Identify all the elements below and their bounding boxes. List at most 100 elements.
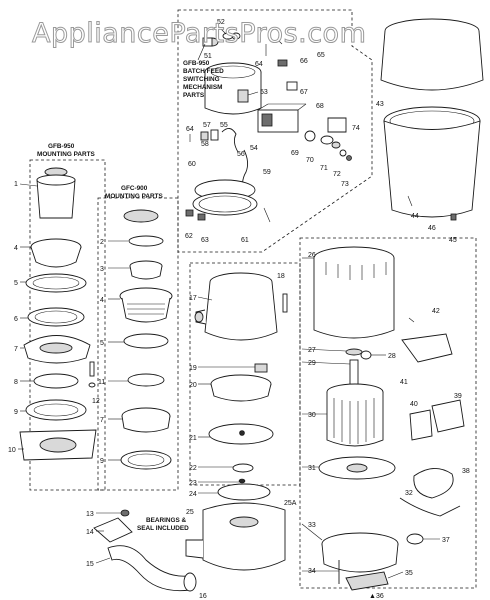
gfc-mount-header-line1: GFC-900: [121, 185, 148, 192]
part-14-flange: [93, 517, 133, 543]
part-6-ring-inner: [34, 310, 78, 324]
label-4a: 4: [14, 245, 18, 252]
center-mounting-stack: [119, 209, 173, 470]
part-2-gasket: [128, 235, 164, 247]
gfb-mount-header-line1: GFB-950: [48, 143, 75, 150]
part-9-mount-ring-inner: [33, 403, 79, 417]
part-72-pin: [339, 149, 347, 157]
watermark-text: AppliancePartsPros.com: [32, 18, 366, 49]
part-68-terminal: [261, 113, 273, 127]
part-43-hood-body: [380, 30, 484, 91]
label-62: 62: [185, 233, 193, 240]
part-18-bolt: [282, 293, 288, 313]
part-42-screw: [408, 317, 415, 323]
label-34: 34: [308, 568, 316, 575]
label-9a: 9: [14, 409, 18, 416]
label-52: 52: [217, 19, 225, 26]
label-17: 17: [189, 295, 197, 302]
leader-lines: [18, 23, 440, 579]
batch-feed-parts: [185, 32, 352, 223]
part-70-gear: [320, 135, 334, 145]
drain-parts: [93, 509, 197, 592]
label-20: 20: [189, 382, 197, 389]
label-23: 23: [189, 480, 197, 487]
part-24-seal: [217, 483, 271, 501]
part-16-pipe-end: [183, 572, 197, 592]
part-25-housing: [202, 502, 286, 571]
part-66-clip: [277, 59, 288, 67]
part-3-flange-body: [129, 265, 163, 280]
part-8-snap-ring: [33, 373, 79, 389]
label-43: 43: [376, 101, 384, 108]
part-5-gasket-inner: [32, 276, 80, 290]
gfb-batch-header-line5: PARTS: [183, 92, 205, 99]
label-30: 30: [308, 412, 316, 419]
part-52-ring: [231, 32, 241, 40]
label-65: 65: [317, 52, 325, 59]
label-28: 28: [388, 353, 396, 360]
part-17-inlet-end: [194, 311, 204, 323]
part-22-cap: [232, 463, 254, 473]
label-16: 16: [199, 593, 207, 600]
part-67-part: [286, 81, 298, 91]
label-63: 63: [201, 237, 209, 244]
label-13: 13: [86, 511, 94, 518]
part-10-ring: [127, 373, 165, 387]
label-66: 66: [300, 58, 308, 65]
label-67: 67: [300, 89, 308, 96]
part-73-nut: [346, 155, 352, 161]
part-4-flange-body: [30, 246, 82, 268]
label-9b: 9: [100, 458, 104, 465]
hood-and-container: [380, 18, 484, 221]
label-4b: 4: [100, 297, 104, 304]
label-71: 71: [320, 165, 328, 172]
label-53: 53: [260, 89, 268, 96]
part-7-plate-hole: [39, 342, 73, 354]
part-68-edge2: [297, 103, 307, 111]
label-2: 2: [100, 239, 104, 246]
part-33-base-body: [321, 543, 399, 573]
part-69-disc: [304, 130, 316, 142]
bearings-note-line1: BEARINGS &: [146, 517, 187, 524]
part-51-shaft: [202, 37, 213, 47]
label-36: 36: [376, 593, 384, 600]
part-61-screw: [263, 207, 271, 223]
part-44-screw: [407, 195, 413, 207]
label-74: 74: [352, 125, 360, 132]
part-10-plate-hole: [39, 437, 77, 453]
part-23-nut: [238, 478, 246, 484]
part-25-outlet: [185, 539, 204, 559]
label-51: 51: [204, 53, 212, 60]
label-25a: 25A: [284, 500, 297, 507]
label-11: 11: [98, 379, 105, 386]
part-11-screw: [89, 361, 95, 377]
part-41-bracket: [401, 333, 453, 363]
label-32: 32: [405, 490, 413, 497]
left-mounting-stack: [19, 167, 97, 461]
part-57-bracket: [200, 131, 209, 141]
part-39-plate: [431, 399, 465, 433]
part-53-window: [237, 89, 249, 103]
part-5-gasket-b: [123, 333, 169, 349]
gfb-batch-header-line2: BATCH FEED: [183, 68, 224, 75]
part-71-cam: [331, 141, 341, 149]
part-37-washer: [406, 533, 424, 545]
part-46-container-body: [383, 120, 481, 218]
part-32-cord: [399, 497, 461, 517]
stator-group-outline: [299, 237, 477, 589]
part-4-sink-flange-body: [121, 297, 171, 323]
label-39: 39: [454, 393, 462, 400]
gfb-batch-group-outline: [177, 9, 373, 253]
label-59: 59: [263, 169, 271, 176]
part-1-rim: [36, 174, 76, 186]
label-18: 18: [277, 273, 285, 280]
label-40: 40: [410, 401, 418, 408]
part-1-stopper-b: [123, 209, 159, 223]
label-45: 45: [449, 237, 457, 244]
label-25: 25: [186, 509, 194, 516]
part-63-clip: [197, 213, 206, 221]
label-61: 61: [241, 237, 249, 244]
label-72: 72: [333, 171, 341, 178]
label-8: 8: [14, 379, 18, 386]
